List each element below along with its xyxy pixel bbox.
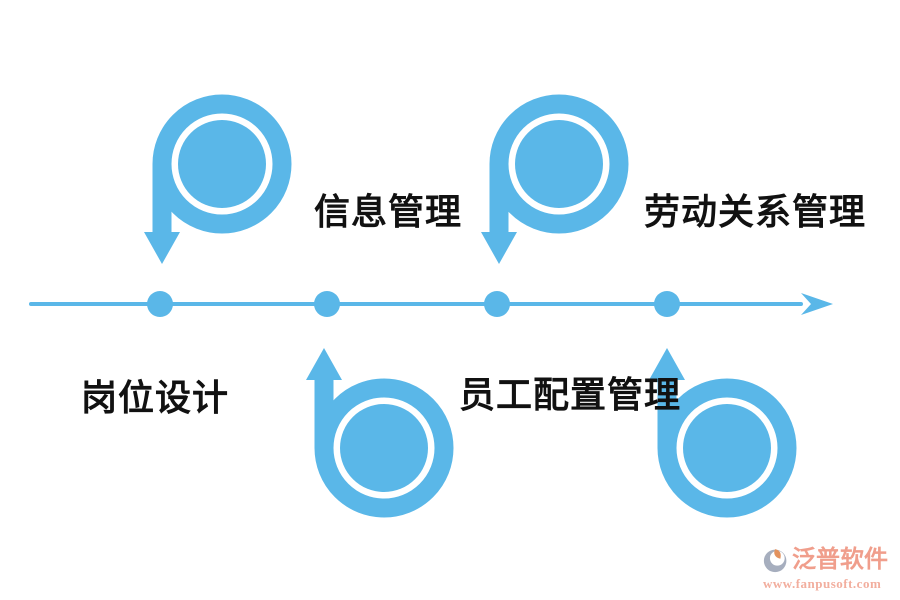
label-position-design: 岗位设计 (81, 377, 230, 418)
timeline-dot (654, 291, 680, 317)
label-info-management: 信息管理 (314, 191, 463, 232)
watermark-url-text: www.fanpusoft.com (763, 576, 882, 591)
watermark-brand-text: 泛普软件 (792, 546, 888, 573)
timeline-axis-line (29, 302, 803, 306)
label-labor-relations-management: 劳动关系管理 (644, 191, 867, 232)
timeline-dot (484, 291, 510, 317)
timeline-dot (314, 291, 340, 317)
spiral-arrow-down-icon (481, 94, 629, 264)
timeline-dot (147, 291, 173, 317)
fanpu-logo-icon (763, 549, 787, 573)
spiral-arrow-down-icon (144, 94, 292, 264)
label-staffing-management: 员工配置管理 (459, 374, 682, 415)
spiral-arrow-up-icon (649, 348, 797, 518)
spiral-arrow-up-icon (306, 348, 454, 518)
watermark: 泛普软件 www.fanpusoft.com (763, 546, 895, 592)
timeline-arrowhead-icon (801, 293, 833, 315)
